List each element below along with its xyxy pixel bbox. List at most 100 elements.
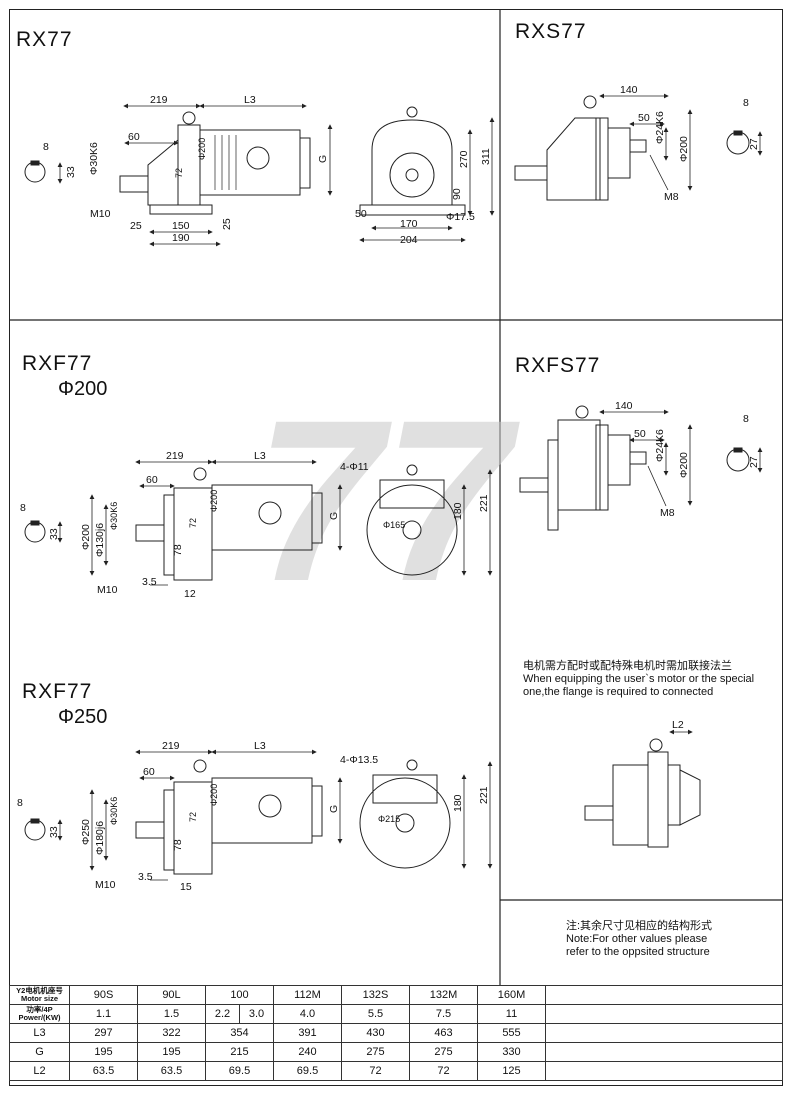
svg-text:8: 8 (20, 502, 26, 514)
svg-text:221: 221 (478, 494, 490, 512)
rxf77-200-drawing: 219 L3 60 8 33 Φ200 Φ130j6 Φ30K6 M10 3.5… (20, 450, 493, 600)
table-cell: 69.5 (205, 1061, 274, 1081)
table-cell: 72 (341, 1061, 410, 1081)
table-cell: 132S (341, 985, 410, 1005)
row-label: G (9, 1042, 70, 1062)
table-row-power: 功率/4P Power/(KW) 1.1 1.5 2.2 3.0 4.0 5.5… (9, 1004, 783, 1024)
rxf77-250-drawing: 219 L3 60 8 33 Φ250 Φ180j6 Φ30K6 M10 3.5… (17, 740, 493, 893)
svg-text:Φ200: Φ200 (80, 524, 92, 550)
subtitle-rxf77-250: Φ250 (58, 706, 108, 728)
svg-text:Φ200: Φ200 (678, 452, 690, 478)
svg-text:270: 270 (458, 150, 470, 168)
table-cell: 195 (69, 1042, 138, 1062)
other-note-cn: 注:其余尺寸见相应的结构形式 (566, 920, 713, 932)
power-header: 功率/4P Power/(KW) (9, 1004, 70, 1024)
svg-text:78: 78 (172, 544, 184, 556)
technical-drawing: 77 (9, 9, 783, 985)
svg-text:90: 90 (451, 188, 463, 200)
title-rx77: RX77 (16, 28, 73, 51)
svg-text:50: 50 (355, 208, 367, 220)
svg-text:8: 8 (17, 797, 23, 809)
svg-text:15: 15 (180, 881, 192, 893)
table-cell: 125 (477, 1061, 546, 1081)
table-cell: 7.5 (409, 1004, 478, 1024)
flange-note-en2: one,the flange is required to connected (523, 686, 714, 698)
table-row-l3: L3 297 322 354 391 430 463 555 (9, 1023, 783, 1043)
table-cell: 5.5 (341, 1004, 410, 1024)
table-cell: 297 (69, 1023, 138, 1043)
other-values-note: 注:其余尺寸见相应的结构形式 Note:For other values ple… (566, 920, 712, 959)
svg-text:72: 72 (188, 812, 198, 822)
row-label: L2 (9, 1061, 70, 1081)
table-cell-empty (545, 1061, 783, 1081)
svg-text:M8: M8 (660, 507, 675, 519)
table-cell: 240 (273, 1042, 342, 1062)
svg-text:L3: L3 (254, 740, 266, 752)
svg-text:170: 170 (400, 218, 418, 230)
svg-text:Φ165: Φ165 (383, 520, 405, 530)
row-label: L3 (9, 1023, 70, 1043)
table-cell-empty (545, 1042, 783, 1062)
svg-text:140: 140 (615, 400, 633, 412)
svg-text:4-Φ13.5: 4-Φ13.5 (340, 754, 378, 766)
svg-text:Φ130j6: Φ130j6 (94, 523, 106, 557)
drawing-sheet (9, 9, 783, 1086)
panel-dividers (9, 9, 783, 985)
flange-note: 电机需方配时或配特殊电机时需加联接法兰 When equipping the u… (523, 660, 754, 699)
svg-text:L3: L3 (254, 450, 266, 462)
svg-text:Φ200: Φ200 (678, 136, 690, 162)
subtitle-rxf77-200: Φ200 (58, 378, 108, 400)
svg-text:50: 50 (634, 428, 646, 440)
svg-text:G: G (317, 155, 329, 163)
svg-text:Φ30K6: Φ30K6 (109, 797, 119, 825)
table-cell: 132M (409, 985, 478, 1005)
table-cell: 11 (477, 1004, 546, 1024)
motor-size-header: Y2电机机座号 Motor size (9, 985, 70, 1005)
table-cell: 100 (205, 985, 274, 1005)
table-cell: 63.5 (69, 1061, 138, 1081)
table-cell: 90S (69, 985, 138, 1005)
table-cell: 463 (409, 1023, 478, 1043)
svg-text:L3: L3 (244, 94, 256, 106)
table-cell: 354 (205, 1023, 274, 1043)
svg-text:G: G (328, 512, 340, 520)
svg-text:204: 204 (400, 234, 418, 246)
svg-text:M10: M10 (95, 879, 116, 891)
svg-text:12: 12 (184, 588, 196, 600)
title-rxfs77: RXFS77 (515, 354, 601, 377)
table-cell: 63.5 (137, 1061, 206, 1081)
title-rxf77: RXF77 (22, 352, 93, 375)
svg-text:3.5: 3.5 (142, 576, 157, 588)
svg-text:Φ200: Φ200 (209, 784, 219, 806)
svg-text:50: 50 (638, 112, 650, 124)
svg-text:Φ200: Φ200 (209, 490, 219, 512)
motor-spec-table: Y2电机机座号 Motor size 90S 90L 100 112M 132S… (9, 985, 783, 1081)
flange-note-cn: 电机需方配时或配特殊电机时需加联接法兰 (523, 660, 732, 672)
other-note-en2: refer to the oppsited structure (566, 946, 710, 958)
table-cell: 1.1 (69, 1004, 138, 1024)
svg-text:311: 311 (480, 148, 492, 165)
svg-text:25: 25 (221, 218, 233, 230)
table-cell: 4.0 (273, 1004, 342, 1024)
table-cell-split: 2.2 3.0 (205, 1004, 274, 1024)
table-cell-empty (545, 985, 783, 1005)
table-row-motor-size: Y2电机机座号 Motor size 90S 90L 100 112M 132S… (9, 985, 783, 1005)
flange-note-en1: When equipping the user`s motor or the s… (523, 673, 755, 685)
table-cell: 430 (341, 1023, 410, 1043)
svg-text:219: 219 (166, 450, 184, 462)
svg-text:180: 180 (452, 794, 464, 812)
table-cell: 90L (137, 985, 206, 1005)
svg-text:Φ24K6: Φ24K6 (654, 111, 666, 144)
svg-text:M10: M10 (90, 208, 111, 220)
table-cell: 160M (477, 985, 546, 1005)
svg-text:Φ215: Φ215 (378, 814, 400, 824)
table-row-g: G 195 195 215 240 275 275 330 (9, 1042, 783, 1062)
svg-text:8: 8 (43, 141, 49, 153)
svg-text:219: 219 (162, 740, 180, 752)
svg-text:33: 33 (48, 826, 60, 838)
table-cell: 555 (477, 1023, 546, 1043)
table-row-l2: L2 63.5 63.5 69.5 69.5 72 72 125 (9, 1061, 783, 1081)
table-cell: 275 (409, 1042, 478, 1062)
svg-text:60: 60 (128, 131, 140, 143)
svg-text:G: G (328, 805, 340, 813)
